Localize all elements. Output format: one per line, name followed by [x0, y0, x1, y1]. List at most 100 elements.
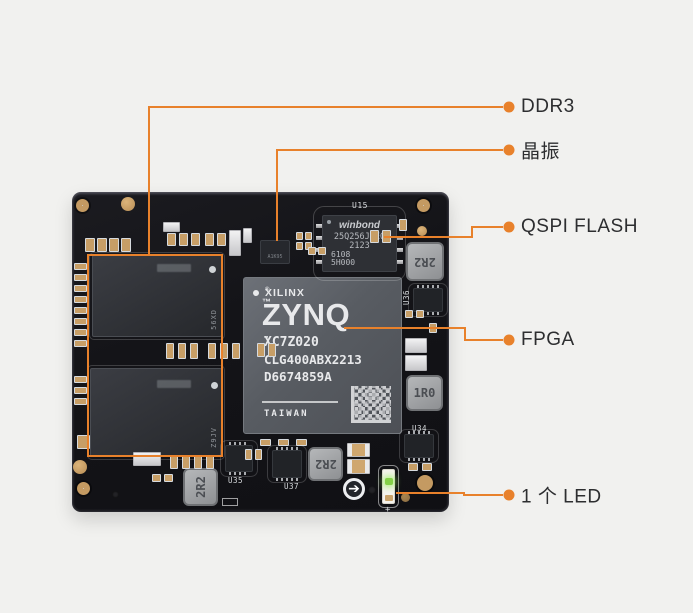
capacitor — [163, 222, 180, 232]
passive-component — [305, 232, 312, 240]
passive-component — [170, 456, 178, 469]
callout-label-crystal: 晶振 — [521, 141, 561, 163]
passive-component — [257, 343, 265, 357]
passive-component — [220, 343, 228, 359]
passive-component — [296, 242, 303, 250]
ref-designator: U37 — [284, 482, 300, 491]
chip-pin — [316, 236, 322, 240]
passive-component — [399, 219, 407, 231]
callout-dot — [503, 334, 515, 346]
chip-pin — [397, 236, 403, 240]
passive-component — [109, 238, 119, 252]
passive-component — [370, 230, 379, 243]
capacitor — [347, 443, 370, 457]
flash-code: 5H000 — [331, 258, 356, 267]
passive-component — [260, 439, 271, 446]
gold-pad — [417, 226, 427, 236]
flash-code: 6108 — [331, 250, 351, 259]
passive-component — [74, 285, 87, 292]
passive-component — [422, 463, 432, 471]
chip-serial: D6674859A — [264, 369, 332, 384]
pin1-dot — [253, 290, 259, 296]
chip-marking-strip — [157, 380, 191, 388]
screw-hole-bottom-left — [77, 482, 90, 495]
capacitor — [405, 338, 427, 353]
passive-component — [74, 340, 87, 347]
capacitor — [405, 355, 427, 371]
passive-component — [205, 233, 214, 246]
passive-component — [206, 456, 214, 469]
passive-component — [74, 329, 87, 336]
led-lens — [385, 478, 393, 485]
callout-label-ddr3: DDR3 — [521, 96, 575, 117]
passive-component — [97, 238, 107, 252]
passive-component — [268, 343, 276, 357]
gold-pad — [121, 197, 135, 211]
crystal-oscillator: A1K95 — [260, 240, 290, 264]
chip-code: CLG400ABX2213 — [264, 352, 362, 367]
passive-component — [74, 296, 87, 303]
passive-component — [318, 247, 326, 255]
passive-component — [74, 376, 87, 383]
arrow-glyph: ➔ — [348, 481, 360, 497]
passive-component — [245, 449, 252, 460]
chip-divider-line — [262, 401, 338, 403]
screw-hole-top-left — [76, 199, 89, 212]
callout-label-qspi-flash: QSPI FLASH — [521, 216, 638, 237]
chip-pin — [316, 260, 322, 264]
passive-component — [74, 318, 87, 325]
passive-component — [296, 232, 303, 240]
callout-dot — [503, 221, 515, 233]
crystal-marking: A1K95 — [267, 254, 283, 260]
inductor: 1R0 — [406, 375, 443, 411]
passive-component — [208, 343, 216, 359]
passive-component — [255, 449, 262, 460]
passive-component — [194, 456, 202, 469]
chip-pin — [316, 224, 322, 228]
pin1-dot — [209, 266, 216, 273]
via-hole — [112, 491, 119, 498]
passive-component — [85, 238, 95, 252]
passive-component — [166, 343, 174, 359]
ic-u34 — [399, 429, 439, 463]
pin1-dot — [211, 382, 218, 389]
callout-dot — [503, 144, 515, 156]
passive-component — [179, 233, 188, 246]
callout-label-fpga: FPGA — [521, 329, 575, 350]
callout-label-led: 1 个 LED — [521, 486, 602, 508]
passive-component — [217, 233, 226, 246]
inductor: 2R2 — [406, 242, 444, 281]
passive-component — [74, 263, 87, 270]
passive-component — [191, 233, 200, 246]
chip-marking-strip — [157, 264, 191, 272]
passive-component — [74, 274, 87, 281]
led-pad — [385, 495, 393, 501]
ic-u37 — [267, 445, 307, 483]
callout-dot — [503, 101, 515, 113]
gold-pad — [73, 460, 87, 474]
passive-component — [121, 238, 131, 252]
capacitor — [229, 230, 241, 256]
passive-component — [74, 307, 87, 314]
passive-component — [416, 310, 424, 318]
passive-component — [178, 343, 186, 359]
screw-hole-bottom-right — [417, 475, 433, 491]
via-hole — [368, 486, 376, 494]
ddr3-chip-2: Z9JV — [87, 365, 225, 460]
ic-u36 — [408, 283, 448, 317]
screw-hole-top-right — [417, 199, 430, 212]
passive-component — [152, 474, 161, 482]
qspi-flash-chip: winbond 25Q256JVEQ 2123 6108 5H000 — [313, 206, 406, 281]
passive-component — [429, 323, 437, 333]
plus-silkscreen: + — [385, 505, 391, 515]
inductor: 2R2 — [308, 447, 343, 481]
passive-component — [190, 343, 198, 359]
chip-pin — [397, 260, 403, 264]
passive-component — [408, 463, 418, 471]
passive-component — [74, 387, 87, 394]
passive-component — [164, 474, 173, 482]
passive-component — [182, 456, 190, 469]
capacitor — [347, 459, 370, 474]
passive-component — [382, 230, 391, 243]
